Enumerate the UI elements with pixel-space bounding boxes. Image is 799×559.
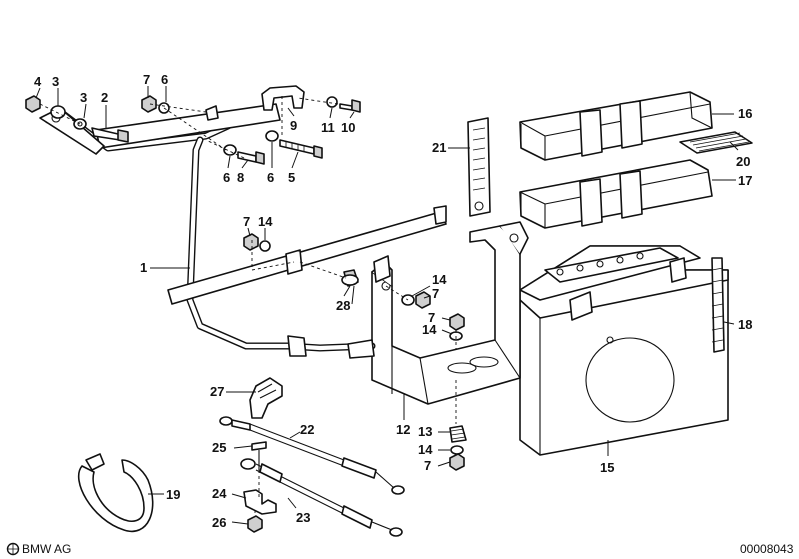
terminal-cap: [249, 377, 283, 419]
cable-clip: [243, 441, 277, 533]
brand-label: BMW AG: [22, 542, 71, 556]
callout-10: 10: [341, 120, 355, 135]
leader-lines: [35, 86, 739, 525]
assembly-lines: [39, 96, 457, 516]
upper-cross-bar: [39, 103, 281, 155]
callout-7b: 7: [243, 214, 250, 229]
callout-14a: 14: [258, 214, 273, 229]
callout-23: 23: [296, 510, 310, 525]
callout-6c: 6: [267, 170, 274, 185]
callout-3b: 3: [80, 90, 87, 105]
callout-25: 25: [212, 440, 226, 455]
vent-grille: [679, 131, 753, 154]
callout-20: 20: [736, 154, 750, 169]
vent-tube: [711, 257, 725, 353]
callout-12: 12: [396, 422, 410, 437]
battery-cover-lower: [519, 159, 713, 229]
callout-11: 11: [321, 120, 335, 135]
callout-14b: 14: [432, 272, 447, 287]
callout-26: 26: [212, 515, 226, 530]
retaining-strap: [467, 117, 491, 217]
callout-19: 19: [166, 487, 180, 502]
clamp-bracket: [261, 85, 305, 111]
callout-16: 16: [738, 106, 752, 121]
callout-14d: 14: [418, 442, 433, 457]
callout-9: 9: [290, 118, 297, 133]
callout-7a: 7: [143, 72, 150, 87]
callout-8: 8: [237, 170, 244, 185]
callout-2: 2: [101, 90, 108, 105]
callout-18: 18: [738, 317, 752, 332]
callout-5: 5: [288, 170, 295, 185]
callout-15: 15: [600, 460, 614, 475]
battery-tray: [371, 221, 529, 405]
fasteners: [25, 95, 467, 471]
callout-17: 17: [738, 173, 752, 188]
callout-6a: 6: [161, 72, 168, 87]
lower-cross-bar: [167, 205, 447, 305]
callout-24: 24: [212, 486, 227, 501]
hose-clamp: [77, 453, 154, 533]
callout-13: 13: [418, 424, 432, 439]
callout-22: 22: [300, 422, 314, 437]
callout-14c: 14: [422, 322, 437, 337]
callout-27: 27: [210, 384, 224, 399]
callout-7c: 7: [432, 286, 439, 301]
battery-cables: [219, 416, 405, 537]
callout-21: 21: [432, 140, 446, 155]
battery-cover-upper: [519, 91, 713, 161]
callout-7d: 7: [428, 310, 435, 325]
bmw-logo-quarters: [7, 543, 19, 555]
callout-6b: 6: [223, 170, 230, 185]
callout-7e: 7: [424, 458, 431, 473]
battery: [519, 245, 729, 456]
callout-labels: 1 2 3 3 4 5 6 6 6 7 7 7 7 7 8 9 10 11 12…: [34, 72, 752, 530]
callout-3a: 3: [52, 74, 59, 89]
callout-28: 28: [336, 298, 350, 313]
footer: BMW AG 00008043: [6, 542, 794, 556]
diagram-number: 00008043: [740, 542, 794, 556]
callout-4: 4: [34, 74, 42, 89]
callout-1: 1: [140, 260, 147, 275]
